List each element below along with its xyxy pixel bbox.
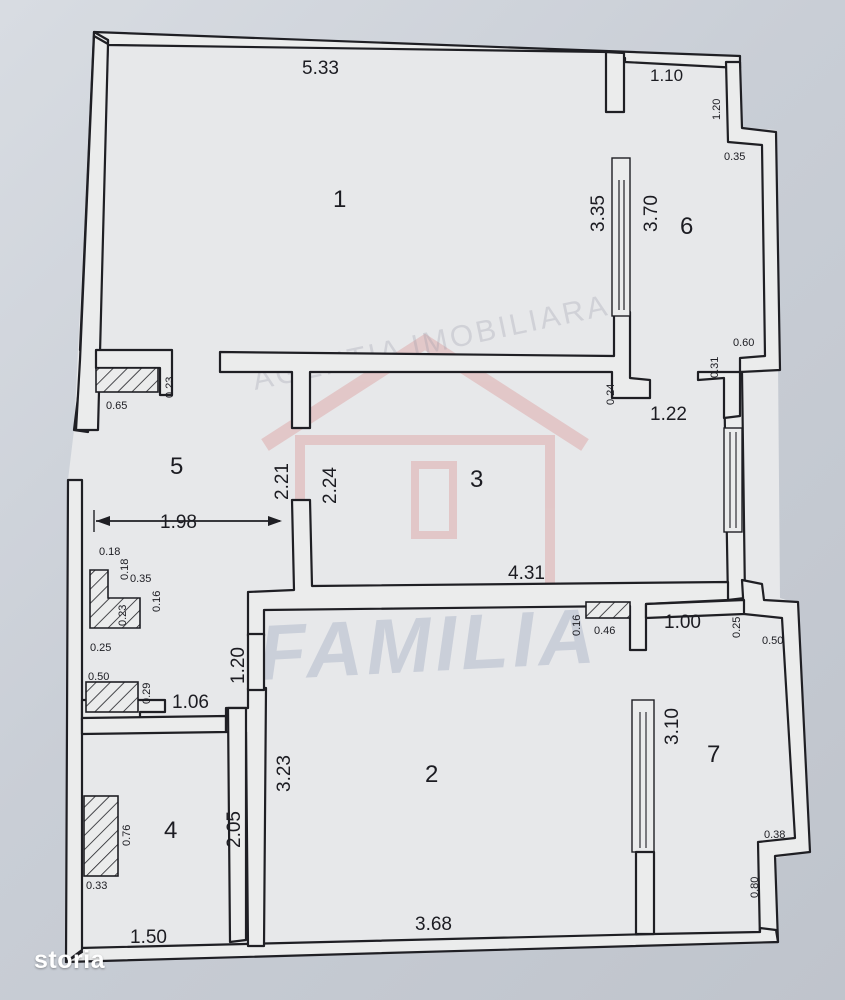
dim-1-50: 1.50: [130, 927, 167, 948]
dim-0-76: 0.76: [121, 825, 133, 846]
dim-1-20: 1.20: [228, 647, 249, 684]
dim-0-23-a: 0.23: [164, 377, 176, 398]
dim-0-38: 0.38: [764, 829, 785, 841]
wall-room6-bottom: [696, 370, 742, 420]
duct-0-46: [585, 601, 631, 619]
room-label-1: 1: [333, 186, 346, 213]
room-label-2: 2: [425, 761, 438, 788]
dim-0-50-r7: 0.50: [762, 635, 783, 647]
room-label-6: 6: [680, 213, 693, 240]
dim-4-31: 4.31: [508, 563, 545, 584]
dim-0-18-a: 0.18: [99, 546, 120, 558]
dim-2-24: 2.24: [320, 467, 341, 504]
wall-bath-top: [80, 714, 228, 736]
dim-1-22: 1.22: [650, 404, 687, 425]
dim-1-20-top: 1.20: [711, 99, 723, 120]
wall-room7-left: [634, 850, 656, 936]
dim-0-25-bath: 0.25: [90, 642, 111, 654]
room-label-7: 7: [707, 741, 720, 768]
wall-left-upper: [74, 34, 110, 432]
dim-3-23: 3.23: [274, 755, 295, 792]
dim-0-65: 0.65: [106, 400, 127, 412]
dim-1-00: 1.00: [664, 612, 701, 633]
room-label-5: 5: [170, 453, 183, 480]
dim-0-33: 0.33: [86, 880, 107, 892]
dim-0-31: 0.31: [709, 357, 721, 378]
duct-bath-1: [89, 569, 141, 629]
dim-0-23-b: 0.23: [117, 605, 129, 626]
dim-3-35: 3.35: [588, 195, 609, 232]
dim-1-98: 1.98: [160, 512, 197, 533]
wall-room3-left: [246, 498, 730, 652]
duct-room4: [83, 795, 119, 877]
dim-0-29: 0.29: [141, 683, 153, 704]
dim-0-25-r7: 0.25: [731, 617, 743, 638]
dim-0-35-bath: 0.35: [130, 573, 151, 585]
partition-1-6: [611, 157, 631, 317]
dim-2-05: 2.05: [224, 811, 245, 848]
dim-3-68: 3.68: [415, 914, 452, 935]
dim-0-80: 0.80: [749, 877, 761, 898]
window-room3: [723, 427, 743, 533]
dim-0-46: 0.46: [594, 625, 615, 637]
wall-room4-right-outer: [226, 706, 248, 944]
dim-0-24: 0.24: [605, 384, 617, 405]
dim-3-10: 3.10: [662, 708, 683, 745]
arrow-left-icon: [96, 516, 110, 526]
wall-top-right-stub: [604, 50, 626, 114]
duct-bath-2: [85, 681, 139, 713]
storia-logo: storia: [34, 946, 106, 974]
wall-column-5-2: [246, 632, 266, 692]
dim-0-35-top: 0.35: [724, 151, 745, 163]
dim-0-16-top: 0.16: [571, 615, 583, 636]
paper-area: [66, 32, 810, 962]
dim-1-10: 1.10: [650, 66, 683, 85]
arrow-right-icon: [268, 516, 282, 526]
dim-0-16-bath: 0.16: [151, 591, 163, 612]
dim-0-60: 0.60: [733, 337, 754, 349]
dim-0-18-b: 0.18: [119, 559, 131, 580]
dim-5-33: 5.33: [302, 58, 339, 79]
dim-3-70: 3.70: [641, 195, 662, 232]
duct-0-65: [95, 367, 159, 393]
partition-2-7: [631, 699, 655, 853]
dim-2-21: 2.21: [272, 463, 293, 500]
wall-left-lower: [64, 478, 84, 964]
wall-room7-top: [644, 598, 746, 620]
dim-0-50-bath: 0.50: [88, 671, 109, 683]
dim-1-06: 1.06: [172, 692, 209, 713]
room-label-4: 4: [164, 817, 177, 844]
room-label-3: 3: [470, 466, 483, 493]
